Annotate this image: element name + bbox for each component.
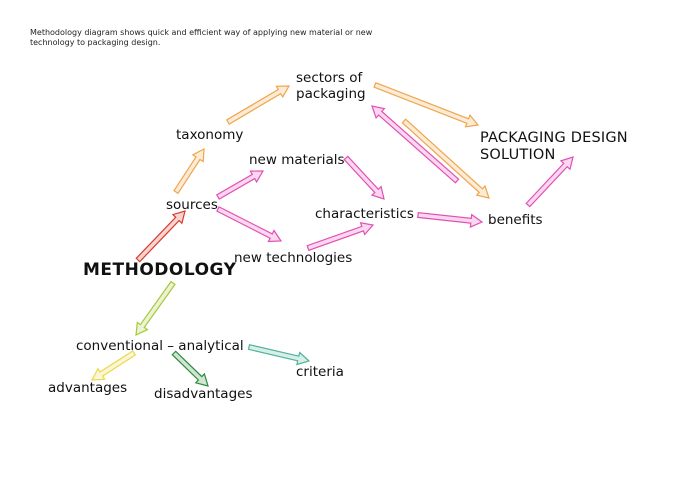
node-criteria: criteria bbox=[296, 364, 344, 380]
arrow-sectors-to-solution bbox=[373, 82, 480, 128]
arrow-new-materials-to-characteristics bbox=[343, 155, 385, 200]
node-new-materials: new materials bbox=[249, 152, 345, 168]
arrow-conventional-to-criteria bbox=[247, 343, 311, 366]
arrow-conventional-to-advantages bbox=[90, 350, 137, 381]
arrow-characteristics-to-benefits bbox=[401, 118, 490, 199]
node-characteristics: characteristics bbox=[315, 206, 414, 222]
diagram-caption: Methodology diagram shows quick and effi… bbox=[30, 28, 373, 47]
node-new-technologies: new technologies bbox=[234, 250, 353, 266]
arrow-benefits-to-solution bbox=[525, 156, 574, 208]
arrow-new-technologies-to-characteristics bbox=[306, 222, 375, 252]
node-conventional-analytical: conventional – analytical bbox=[76, 338, 244, 354]
arrow-sources-to-new-technologies bbox=[216, 206, 283, 243]
node-methodology: METHODOLOGY bbox=[83, 260, 237, 280]
arrow-benefits-to-sectors bbox=[371, 105, 460, 184]
arrow-sources-to-new-materials bbox=[215, 170, 265, 200]
node-packaging-design-solution: PACKAGING DESIGN SOLUTION bbox=[480, 130, 628, 163]
node-taxonomy: taxonomy bbox=[176, 127, 244, 143]
arrow-conventional-to-disadvantages bbox=[171, 350, 209, 387]
node-sectors-of-packaging: sectors of packaging bbox=[296, 70, 366, 102]
node-benefits: benefits bbox=[488, 212, 543, 228]
arrow-taxonomy-to-sectors bbox=[225, 85, 291, 125]
node-advantages: advantages bbox=[48, 380, 128, 396]
arrow-characteristics-to-benefits-2 bbox=[417, 211, 484, 228]
arrow-methodology-to-conventional bbox=[135, 280, 176, 336]
node-disadvantages: disadvantages bbox=[154, 386, 253, 402]
node-sources: sources bbox=[166, 197, 218, 213]
arrow-methodology-to-sources bbox=[135, 210, 186, 263]
arrow-sources-to-taxonomy bbox=[173, 147, 205, 195]
